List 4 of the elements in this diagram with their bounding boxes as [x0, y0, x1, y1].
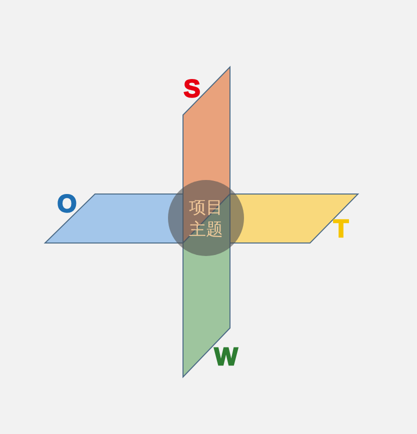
quadrant-letter: T — [333, 219, 349, 239]
quadrant-letter: S — [184, 79, 200, 99]
quadrant-letter: W — [214, 347, 238, 367]
quadrant-letter: O — [57, 194, 77, 214]
